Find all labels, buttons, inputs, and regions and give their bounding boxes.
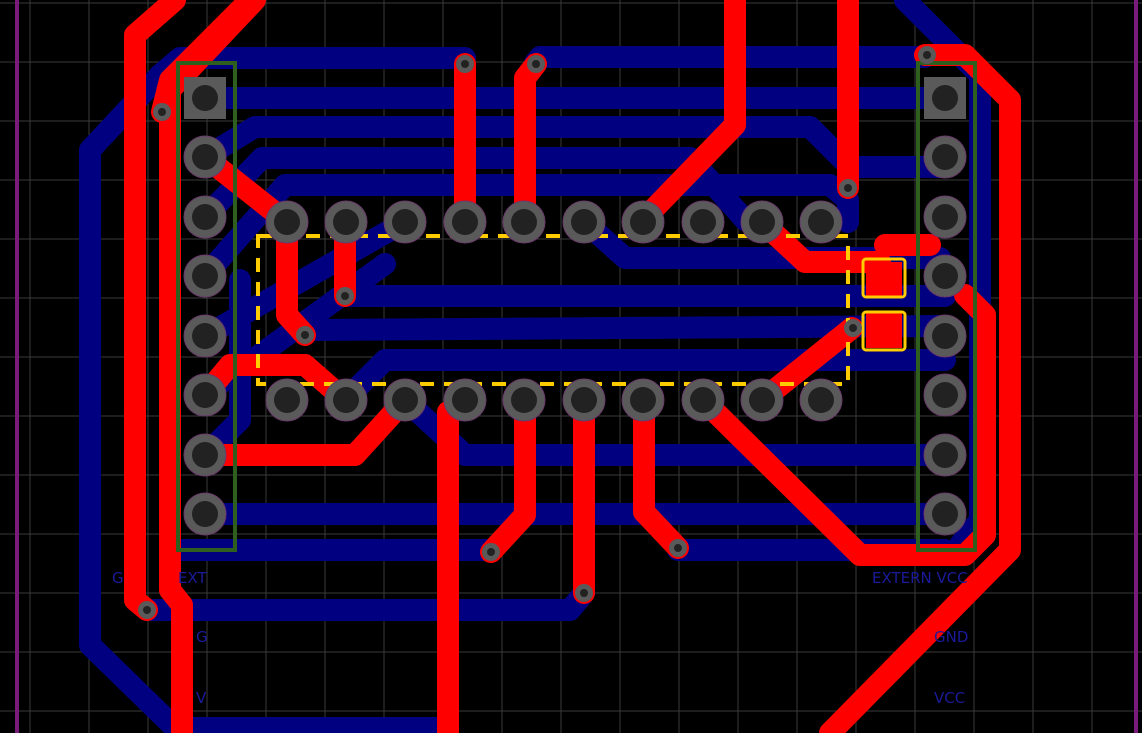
ic-pad-top-row[interactable] bbox=[502, 200, 546, 244]
right-header-pad[interactable] bbox=[923, 492, 967, 536]
ic-pad-top-row[interactable] bbox=[740, 200, 784, 244]
ic-pad-bottom-row[interactable] bbox=[681, 378, 725, 422]
left-header-pad[interactable] bbox=[183, 135, 227, 179]
right-header-pad[interactable] bbox=[923, 135, 967, 179]
smd-pad-top[interactable] bbox=[866, 262, 902, 298]
bottom-trace bbox=[394, 389, 956, 466]
ic-pad-top-row[interactable] bbox=[383, 200, 427, 244]
ic-pad-bottom-row[interactable] bbox=[324, 378, 368, 422]
ic-pad-bottom-row[interactable] bbox=[502, 378, 546, 422]
ic-pad-bottom-row[interactable] bbox=[562, 378, 606, 422]
smd-outline-bottom bbox=[861, 310, 907, 352]
ic-pad-bottom-row[interactable] bbox=[799, 378, 843, 422]
top-trace bbox=[819, 44, 1021, 733]
top-trace bbox=[634, 0, 746, 229]
ic-pad-top-row[interactable] bbox=[265, 200, 309, 244]
smd-component[interactable] bbox=[861, 257, 907, 352]
left-header-pad[interactable] bbox=[183, 373, 227, 417]
ic-pad-top-row[interactable] bbox=[799, 200, 843, 244]
ic-pad-top-row[interactable] bbox=[324, 200, 368, 244]
left-header-pad[interactable] bbox=[183, 195, 227, 239]
ic-pad-bottom-row[interactable] bbox=[621, 378, 665, 422]
right-header-pad[interactable] bbox=[923, 314, 967, 358]
ic-pad-top-row[interactable] bbox=[681, 200, 725, 244]
left-header-pad[interactable] bbox=[183, 314, 227, 358]
right-header-pad[interactable] bbox=[923, 195, 967, 239]
via[interactable] bbox=[482, 543, 500, 561]
right-header-pad[interactable] bbox=[923, 254, 967, 298]
ic-pad-top-row[interactable] bbox=[443, 200, 487, 244]
ic-pad-bottom-row[interactable] bbox=[383, 378, 427, 422]
ic-silkscreen-outline bbox=[256, 234, 850, 386]
via[interactable] bbox=[456, 55, 474, 73]
via[interactable] bbox=[669, 539, 687, 557]
top-trace bbox=[633, 389, 689, 559]
smd-outline-top bbox=[861, 257, 907, 299]
via[interactable] bbox=[138, 601, 156, 619]
right-ext-label: EXTERN VCC bbox=[872, 569, 968, 587]
left-header-outline bbox=[176, 61, 237, 552]
top-trace bbox=[159, 0, 266, 733]
via[interactable] bbox=[839, 179, 857, 197]
right-vcc-label: VCC bbox=[934, 689, 965, 707]
right-header-pad[interactable] bbox=[923, 373, 967, 417]
left-low-label: V bbox=[196, 689, 207, 707]
via[interactable] bbox=[296, 326, 314, 344]
right-header-pad-square[interactable] bbox=[924, 77, 966, 119]
via[interactable] bbox=[527, 55, 545, 73]
via[interactable] bbox=[153, 103, 171, 121]
via[interactable] bbox=[336, 287, 354, 305]
via[interactable] bbox=[844, 319, 862, 337]
ic-pad-top-row[interactable] bbox=[562, 200, 606, 244]
left-header-pad-square[interactable] bbox=[184, 77, 226, 119]
bottom-trace bbox=[136, 582, 595, 621]
vias[interactable] bbox=[138, 46, 936, 619]
left-header-pad[interactable] bbox=[183, 492, 227, 536]
ic-pad-bottom-row[interactable] bbox=[265, 378, 309, 422]
bottom-trace bbox=[194, 174, 859, 287]
top-trace bbox=[194, 389, 416, 466]
left-header-pad[interactable] bbox=[183, 433, 227, 477]
smd-pad-bottom[interactable] bbox=[866, 312, 902, 348]
via[interactable] bbox=[575, 584, 593, 602]
right-header-pad[interactable] bbox=[923, 433, 967, 477]
top-trace bbox=[194, 146, 316, 346]
left-header-pad[interactable] bbox=[183, 254, 227, 298]
top-trace bbox=[480, 389, 536, 563]
right-header-outline bbox=[916, 61, 977, 552]
ic-pad-top-row[interactable] bbox=[621, 200, 665, 244]
bottom-trace bbox=[79, 64, 451, 733]
left-ext-label: EXT bbox=[178, 569, 207, 587]
left-mid-label: G bbox=[196, 628, 208, 646]
pads[interactable] bbox=[183, 77, 967, 536]
left-gnd-label: G bbox=[112, 569, 124, 587]
via[interactable] bbox=[918, 46, 936, 64]
top-trace bbox=[514, 53, 547, 233]
ic-pad-bottom-row[interactable] bbox=[443, 378, 487, 422]
ic-pad-bottom-row[interactable] bbox=[740, 378, 784, 422]
bottom-trace bbox=[194, 116, 956, 178]
right-gnd-label: GND bbox=[934, 628, 968, 646]
